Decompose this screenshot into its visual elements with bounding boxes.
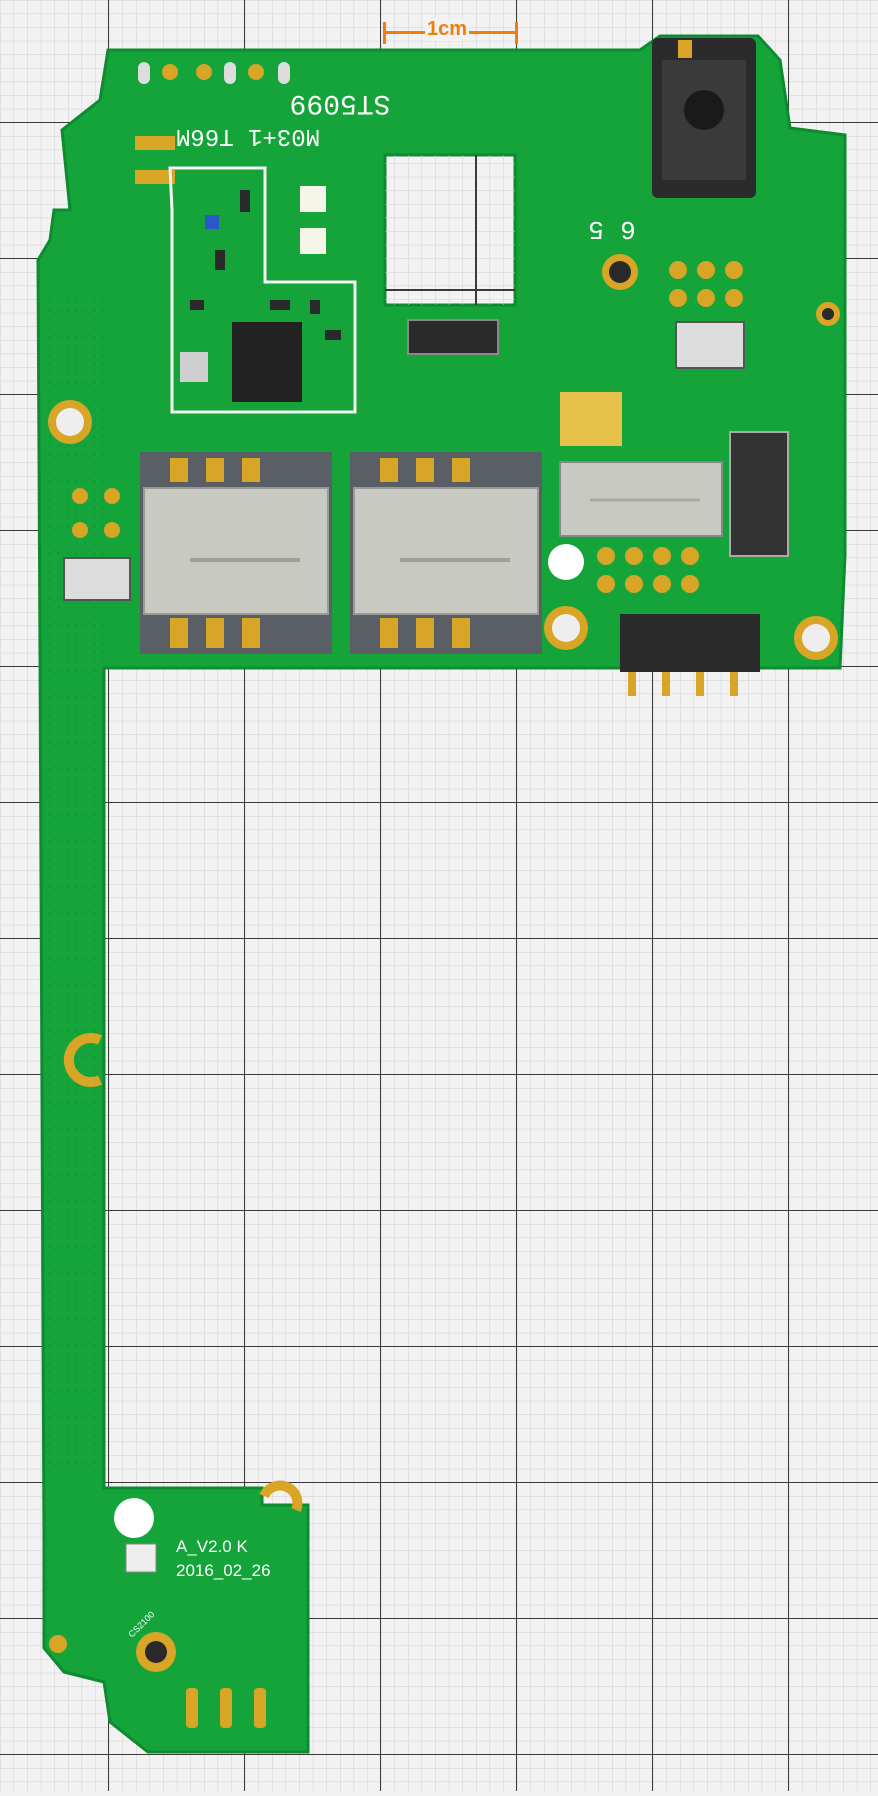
mark-five: 5 <box>588 214 604 244</box>
crystal-component <box>180 352 208 382</box>
fpc-connector <box>675 321 745 369</box>
scale-bar: 1cm <box>383 18 518 44</box>
blue-component <box>205 215 219 229</box>
microsd-slot <box>559 461 723 537</box>
fpc-connector-vertical <box>729 431 789 557</box>
mic-component <box>136 1632 176 1672</box>
scale-tick-right <box>515 22 518 44</box>
main-ic-chip <box>232 322 302 402</box>
via-field-left <box>46 300 104 1480</box>
scale-tick-left <box>383 22 386 44</box>
antenna-contact <box>259 1480 303 1512</box>
board-code-text: ST5099 <box>290 87 391 118</box>
bottom-contacts <box>186 1688 266 1728</box>
b2b-connector <box>407 319 499 355</box>
mounting-hole <box>794 616 838 660</box>
gold-contact <box>135 136 175 150</box>
gold-test-pad <box>49 1635 67 1653</box>
board-version-text: A_V2.0 K <box>176 1537 248 1556</box>
sim-card-slot-1 <box>140 452 332 654</box>
gold-plated-pad <box>560 392 622 446</box>
tactile-switch <box>125 1543 157 1573</box>
smd-components-shield <box>190 190 341 340</box>
battery-connector <box>620 614 760 696</box>
camera-cutout-grid <box>385 155 515 305</box>
board-date-text: 2016_02_26 <box>176 1561 271 1580</box>
flash-led <box>300 186 326 212</box>
headphone-jack-pin <box>678 40 692 58</box>
mark-six: 6 <box>620 214 636 244</box>
sim-card-slot-2 <box>350 452 542 654</box>
mounting-hole <box>48 400 92 444</box>
white-fiducial <box>548 544 584 580</box>
rf-shield-outline <box>168 166 357 414</box>
top-test-pads <box>138 62 290 84</box>
flash-led <box>300 228 326 254</box>
gold-test-pads-right <box>669 261 743 307</box>
board-id-text: M03+1 T66M <box>176 122 320 149</box>
mounting-hole <box>544 606 588 650</box>
mounting-hole <box>816 302 840 326</box>
white-fiducial <box>114 1498 154 1538</box>
mounting-hole <box>602 254 638 290</box>
gold-test-pads-lower <box>72 488 699 593</box>
scale-label: 1cm <box>425 18 470 41</box>
edge-half-hole <box>63 1033 103 1087</box>
headphone-jack-hole <box>684 90 724 130</box>
gold-contact <box>135 170 175 184</box>
small-fpc-connector <box>63 557 131 601</box>
